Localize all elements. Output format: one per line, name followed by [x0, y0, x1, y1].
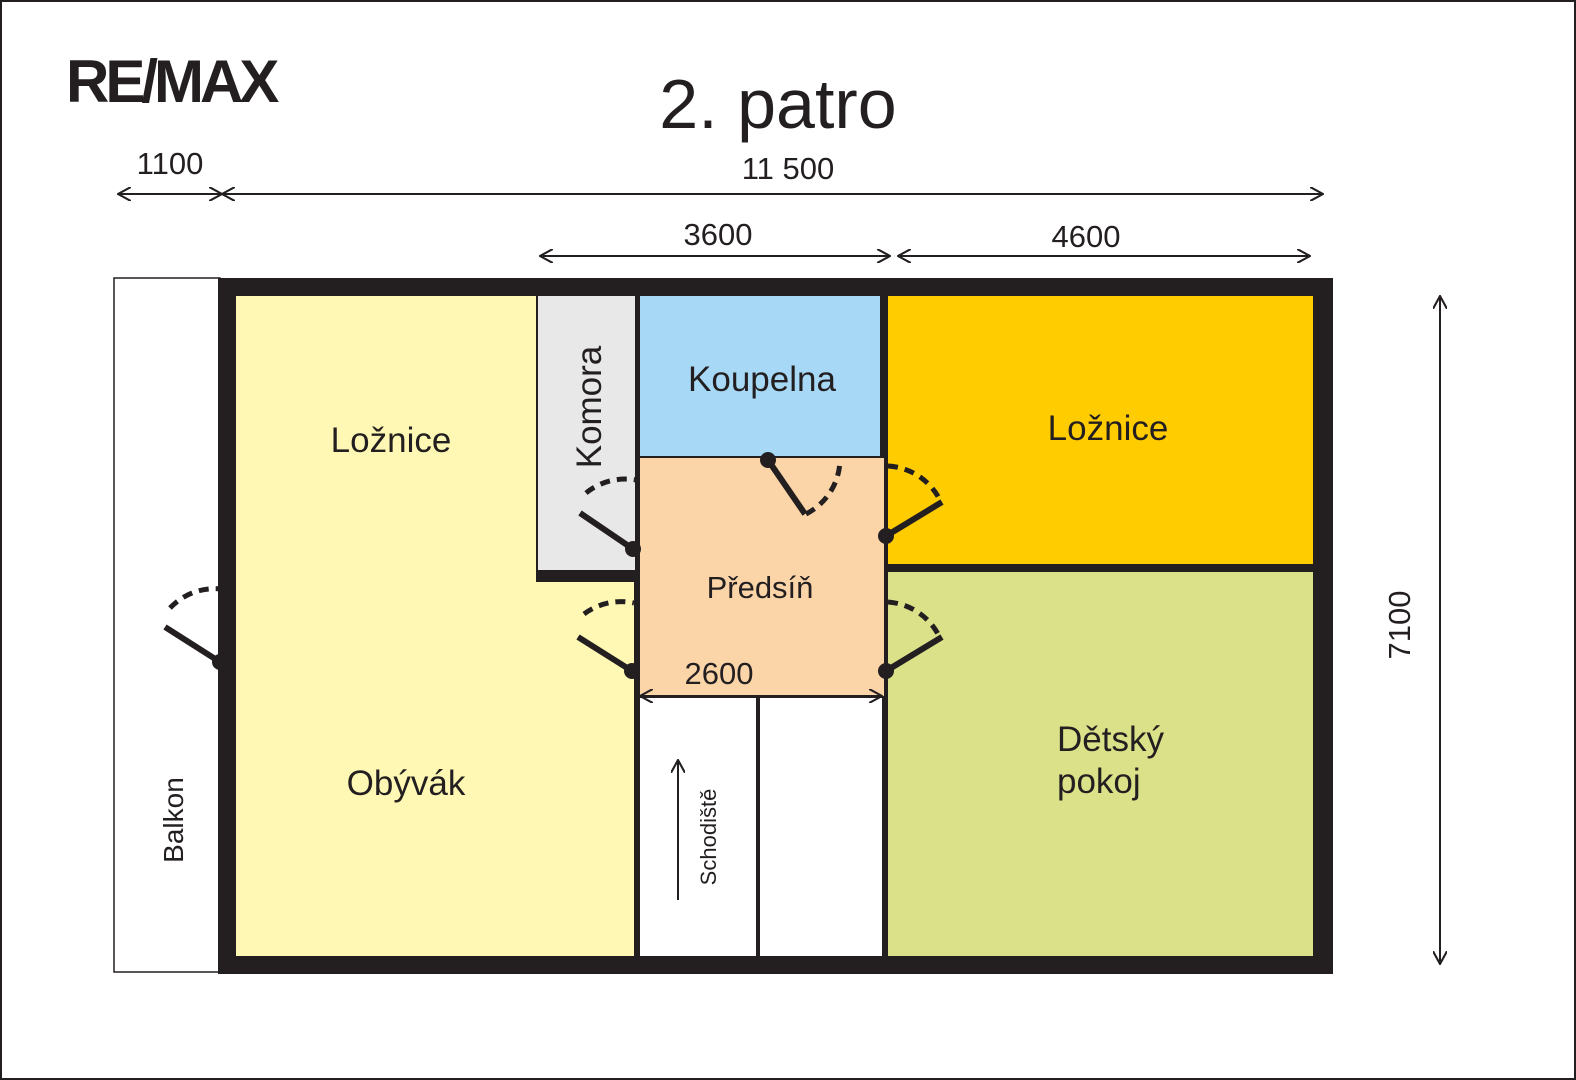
door-balcony	[163, 586, 229, 670]
door-living	[576, 599, 640, 679]
label-storage: Komora	[570, 345, 609, 468]
label-kids-line2: pokoj	[1057, 762, 1141, 801]
dim-total-width: 11 500	[742, 151, 835, 186]
doors	[163, 452, 944, 679]
label-kids-line1: Dětský	[1057, 720, 1164, 759]
room-bathroom	[640, 296, 880, 456]
label-bedroom-left: Ložnice	[331, 421, 452, 460]
label-balcony: Balkon	[158, 777, 189, 863]
dim-stair-width: 2600	[685, 656, 754, 691]
label-stairs: Schodiště	[696, 789, 721, 886]
room-bedroom-right	[888, 296, 1313, 564]
label-living-room: Obývák	[347, 764, 466, 803]
label-hall: Předsíň	[707, 570, 814, 605]
remax-logo: RE/MAX	[66, 48, 279, 115]
label-bedroom-right: Ložnice	[1048, 409, 1169, 448]
room-storage	[538, 296, 635, 570]
dim-right-width: 4600	[1052, 219, 1121, 254]
label-bathroom: Koupelna	[688, 360, 836, 399]
door-bathroom	[760, 452, 843, 517]
stairs-right-flight	[760, 698, 882, 956]
room-hall	[640, 458, 884, 696]
dim-total-depth: 7100	[1382, 591, 1417, 660]
dim-balcony-width: 1100	[137, 146, 204, 181]
door-kids	[878, 599, 944, 679]
room-living	[236, 296, 634, 956]
door-bedroom-right	[878, 463, 944, 544]
stairs-left-flight	[640, 698, 756, 956]
door-storage	[578, 476, 641, 557]
floor-title: 2. patro	[659, 65, 896, 143]
dim-hall-width: 3600	[684, 217, 753, 252]
room-kids	[888, 572, 1313, 956]
